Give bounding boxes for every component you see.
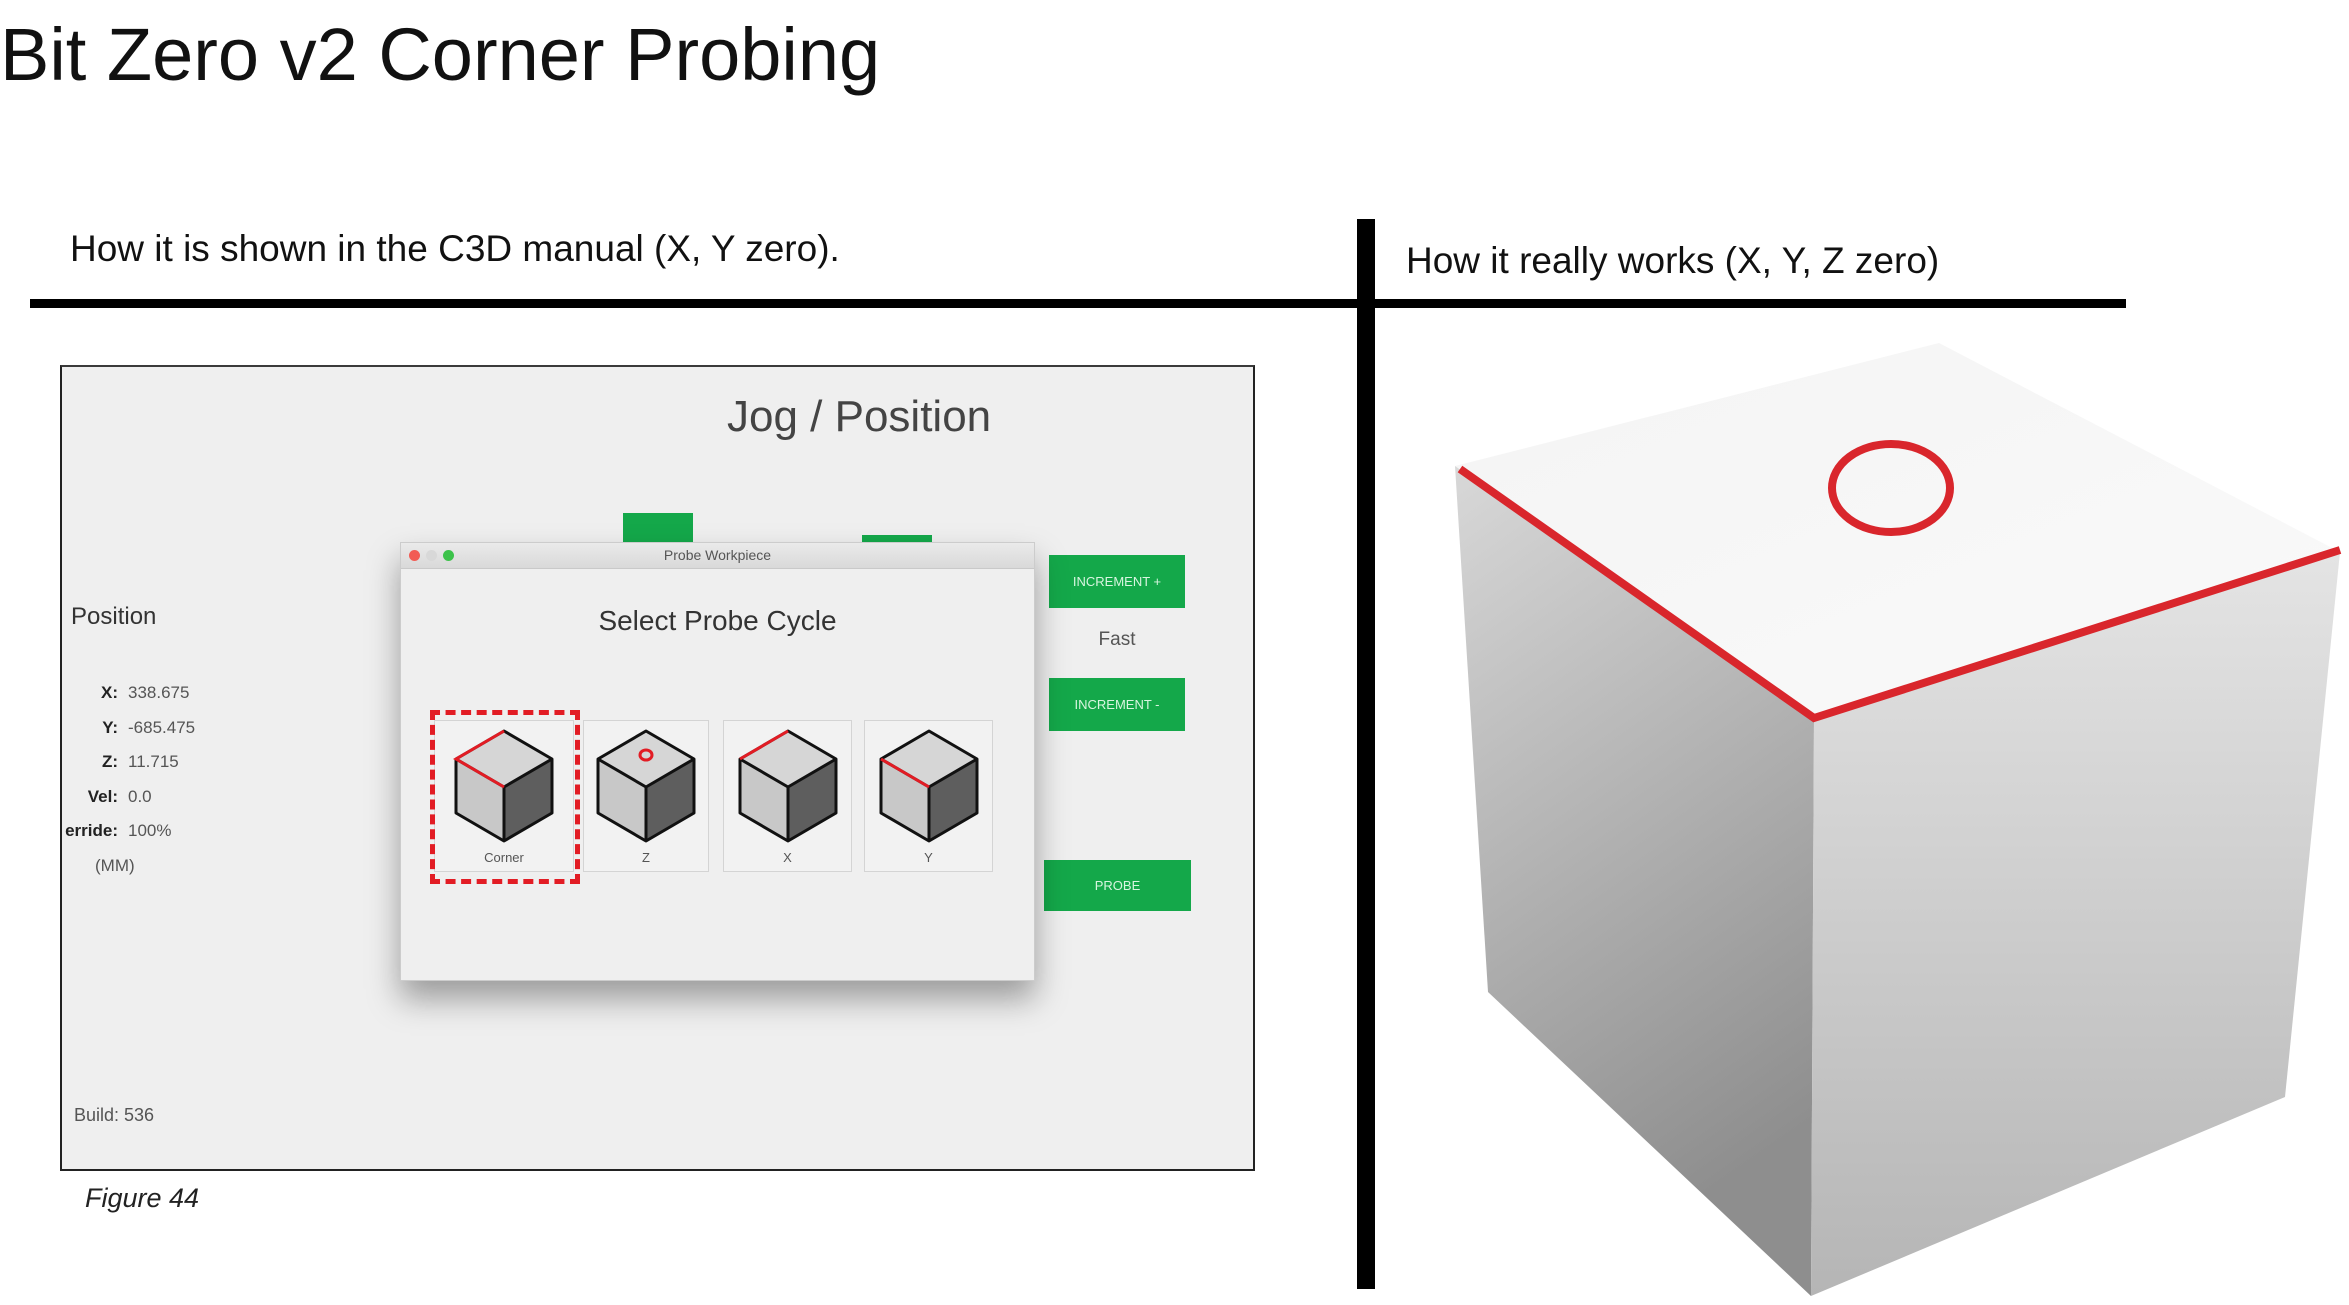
- dialog-heading: Select Probe Cycle: [598, 605, 837, 636]
- position-row: Z:11.715: [101, 752, 179, 771]
- probe-cycle-z[interactable]: Z: [583, 720, 709, 872]
- position-row: Y:-685.475: [102, 717, 196, 737]
- slide-title: Bit Zero v2 Corner Probing: [0, 13, 881, 96]
- cube-corner-icon: [453, 729, 554, 843]
- jog-button[interactable]: [623, 513, 693, 543]
- units-label: (MM): [95, 855, 135, 875]
- cube-z-icon: [596, 729, 696, 843]
- close-window-icon[interactable]: [409, 550, 420, 561]
- position-row: X:338.675: [101, 683, 190, 702]
- cycle-label: Y: [924, 850, 933, 865]
- selected-cycle-highlight: [430, 710, 580, 884]
- probe-cycle-y[interactable]: Y: [864, 720, 993, 872]
- position-row: erride:100%: [65, 821, 172, 840]
- horizontal-divider: [30, 299, 2126, 308]
- vertical-divider: [1357, 219, 1375, 1289]
- dialog-title: Probe Workpiece: [663, 547, 772, 563]
- left-header: How it is shown in the C3D manual (X, Y …: [70, 228, 840, 269]
- build-label: Build: 536: [74, 1105, 155, 1125]
- probe-workpiece-dialog: Probe Workpiece Select Probe Cycle Corne…: [400, 542, 1035, 981]
- minimize-window-icon[interactable]: [426, 550, 437, 561]
- corner-edges-highlight: [1457, 465, 2342, 723]
- cycle-label: X: [783, 850, 792, 865]
- speed-label: Fast: [1098, 629, 1136, 650]
- right-header: How it really works (X, Y, Z zero): [1406, 240, 1940, 281]
- cube-x-icon: [738, 729, 837, 843]
- cube-y-icon: [879, 729, 978, 843]
- position-readout: X:338.675 Y:-685.475 Z:11.715 Vel:0.0 er…: [62, 683, 195, 876]
- jog-button[interactable]: [862, 535, 932, 545]
- cycle-label: Z: [642, 850, 650, 865]
- page-title: Jog / Position: [727, 392, 992, 441]
- figure-caption: Figure 44: [85, 1183, 200, 1213]
- probe-cycle-x[interactable]: X: [723, 720, 852, 872]
- cube-right-face: [1811, 552, 2340, 1296]
- increment-minus-button[interactable]: INCREMENT -: [1049, 678, 1185, 731]
- c3d-screenshot: Jog / Position Position X:338.675 Y:-685…: [60, 365, 1255, 1171]
- probe-cycle-corner[interactable]: Corner: [434, 720, 574, 872]
- z-probe-circle: [1828, 440, 1954, 536]
- cube-left-face: [1455, 466, 1814, 1296]
- maximize-window-icon[interactable]: [443, 550, 454, 561]
- cycle-label: Corner: [484, 850, 524, 865]
- cube-illustration: [1455, 343, 2342, 1296]
- position-row: Vel:0.0: [87, 786, 152, 806]
- increment-plus-button[interactable]: INCREMENT +: [1049, 555, 1185, 608]
- dialog-titlebar: Probe Workpiece: [401, 543, 1034, 569]
- probe-button[interactable]: PROBE: [1044, 860, 1191, 911]
- position-label: Position: [71, 603, 157, 630]
